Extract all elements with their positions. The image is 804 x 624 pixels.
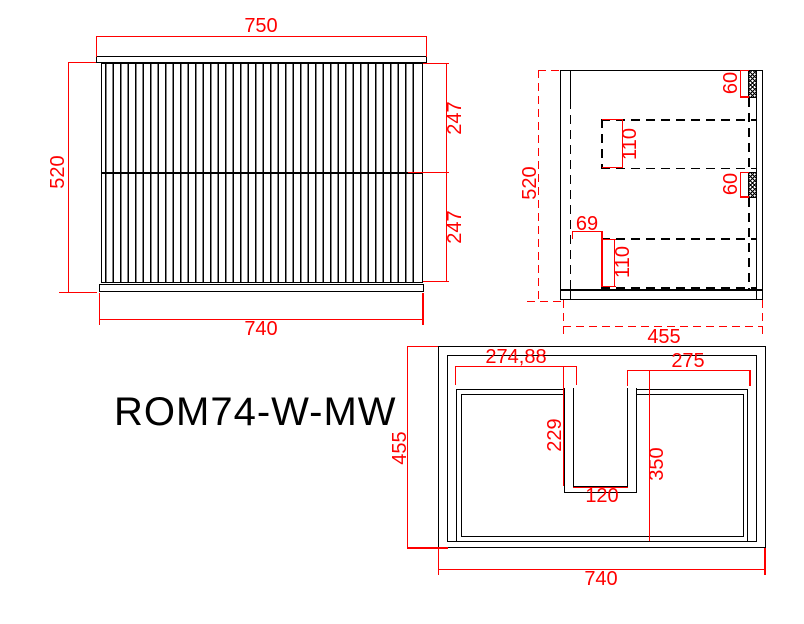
dim-tick-60-mid-b [740, 196, 749, 198]
dim-ext-740-right [422, 293, 424, 325]
side-back-hidden-line-1 [748, 97, 750, 172]
dim-label-side-depth: 455 [647, 325, 681, 348]
dim-label-plan-depth: 455 [388, 431, 411, 465]
dim-line-69 [571, 231, 602, 233]
dim-tick-plan-455-bottom [407, 547, 448, 549]
dim-label-upper-drawer-110: 110 [619, 127, 641, 160]
dim-line-520 [68, 62, 70, 292]
front-countertop [96, 56, 427, 63]
dim-line-740 [99, 319, 424, 321]
dim-tick-247-mid [408, 172, 449, 174]
dim-label-lower-drawer-110: 110 [611, 246, 634, 278]
side-back-hidden-line-2 [748, 197, 750, 289]
dim-tick-110-upper-a [601, 119, 623, 121]
dim-ext-750-left [96, 36, 98, 57]
lower-drawer-bottom-line [601, 287, 756, 289]
upper-drawer-top-line [601, 119, 756, 121]
dim-ext-side-455-right [762, 300, 764, 334]
dim-ext-274-right [575, 366, 578, 385]
dim-line-60-mid [740, 171, 742, 198]
dim-label-right-opening: 275 [671, 350, 705, 372]
dim-label-overall-height: 520 [46, 155, 69, 189]
side-door-line-hidden [569, 100, 571, 283]
dim-ext-side-455-left [563, 300, 565, 334]
dim-line-229 [563, 366, 565, 486]
dim-tick-247-bottom [423, 280, 449, 282]
dim-line-275 [627, 370, 751, 372]
dim-label-left-opening: 274,88 [485, 346, 547, 368]
dim-label-side-height: 520 [519, 166, 541, 200]
dim-line-750 [96, 36, 427, 38]
dim-line-plan-740 [438, 569, 766, 571]
dim-tick-110-lower-a [601, 239, 616, 241]
dim-tick-side-520-bottom [527, 300, 563, 302]
wall-bracket-mid [748, 171, 757, 198]
dim-line-350 [648, 370, 650, 541]
dim-ext-750-right [425, 36, 428, 57]
dim-tick-60-mid-a [740, 171, 749, 173]
dim-tick-side-520-top [538, 70, 562, 72]
plan-plumbing-notch-inner [573, 387, 628, 487]
model-code-title: ROM74-W-MW [114, 390, 397, 434]
side-door-line-bottom [569, 283, 571, 300]
dim-ext-740-left [99, 293, 101, 325]
front-drawer-divider [101, 171, 423, 174]
dim-ext-274-left [455, 366, 457, 385]
dim-line-plan-455 [407, 346, 409, 549]
dim-label-top-bracket: 60 [720, 71, 742, 94]
side-door-line-top [569, 70, 571, 100]
dim-line-110-lower [614, 239, 616, 287]
dim-ext-plan-740-right [764, 548, 766, 575]
dim-ext-plan-740-left [438, 548, 440, 575]
dim-label-plan-width: 740 [584, 567, 618, 590]
lower-drawer-top-line [601, 238, 756, 240]
dim-tick-520-top [68, 62, 96, 64]
dim-ext-69-left [571, 231, 573, 239]
dim-label-upper-drawer: 247 [443, 101, 466, 135]
dim-tick-plan-455-top [407, 346, 438, 348]
dim-label-cabinet-width: 740 [244, 318, 278, 340]
dim-label-front-offset: 69 [575, 212, 599, 235]
dim-line-110-upper [621, 119, 623, 168]
dim-ext-275-left [627, 370, 629, 386]
dim-label-lower-drawer: 247 [443, 210, 466, 244]
dim-label-notch-depth: 229 [544, 418, 566, 452]
dim-line-side-455 [563, 326, 763, 328]
dim-tick-247-top [423, 63, 449, 65]
dim-tick-110-upper-b [601, 166, 623, 169]
dim-ext-275-right [749, 370, 751, 386]
dim-line-60-top [740, 70, 742, 98]
dim-tick-110-lower-b [601, 285, 616, 287]
dim-line-120 [573, 486, 628, 489]
upper-drawer-bottom-line [601, 167, 756, 169]
side-bottom-panel-line [560, 289, 763, 291]
upper-drawer-front-line [601, 119, 603, 169]
dim-tick-60-top-a [740, 70, 749, 72]
side-outline [560, 70, 763, 300]
dim-line-side-520 [538, 70, 540, 301]
dim-tick-60-top-b [740, 96, 749, 98]
dim-tick-520-bottom [59, 291, 97, 293]
dim-ext-69-right [601, 231, 603, 287]
front-kick-plate [99, 283, 424, 292]
dim-label-inner-depth: 350 [646, 447, 668, 481]
dim-label-mid-bracket: 60 [720, 172, 742, 196]
wall-bracket-top [748, 70, 757, 98]
dim-label-notch-width: 120 [585, 485, 619, 507]
dim-line-274 [455, 366, 577, 368]
dim-label-counter-width: 750 [244, 15, 278, 37]
